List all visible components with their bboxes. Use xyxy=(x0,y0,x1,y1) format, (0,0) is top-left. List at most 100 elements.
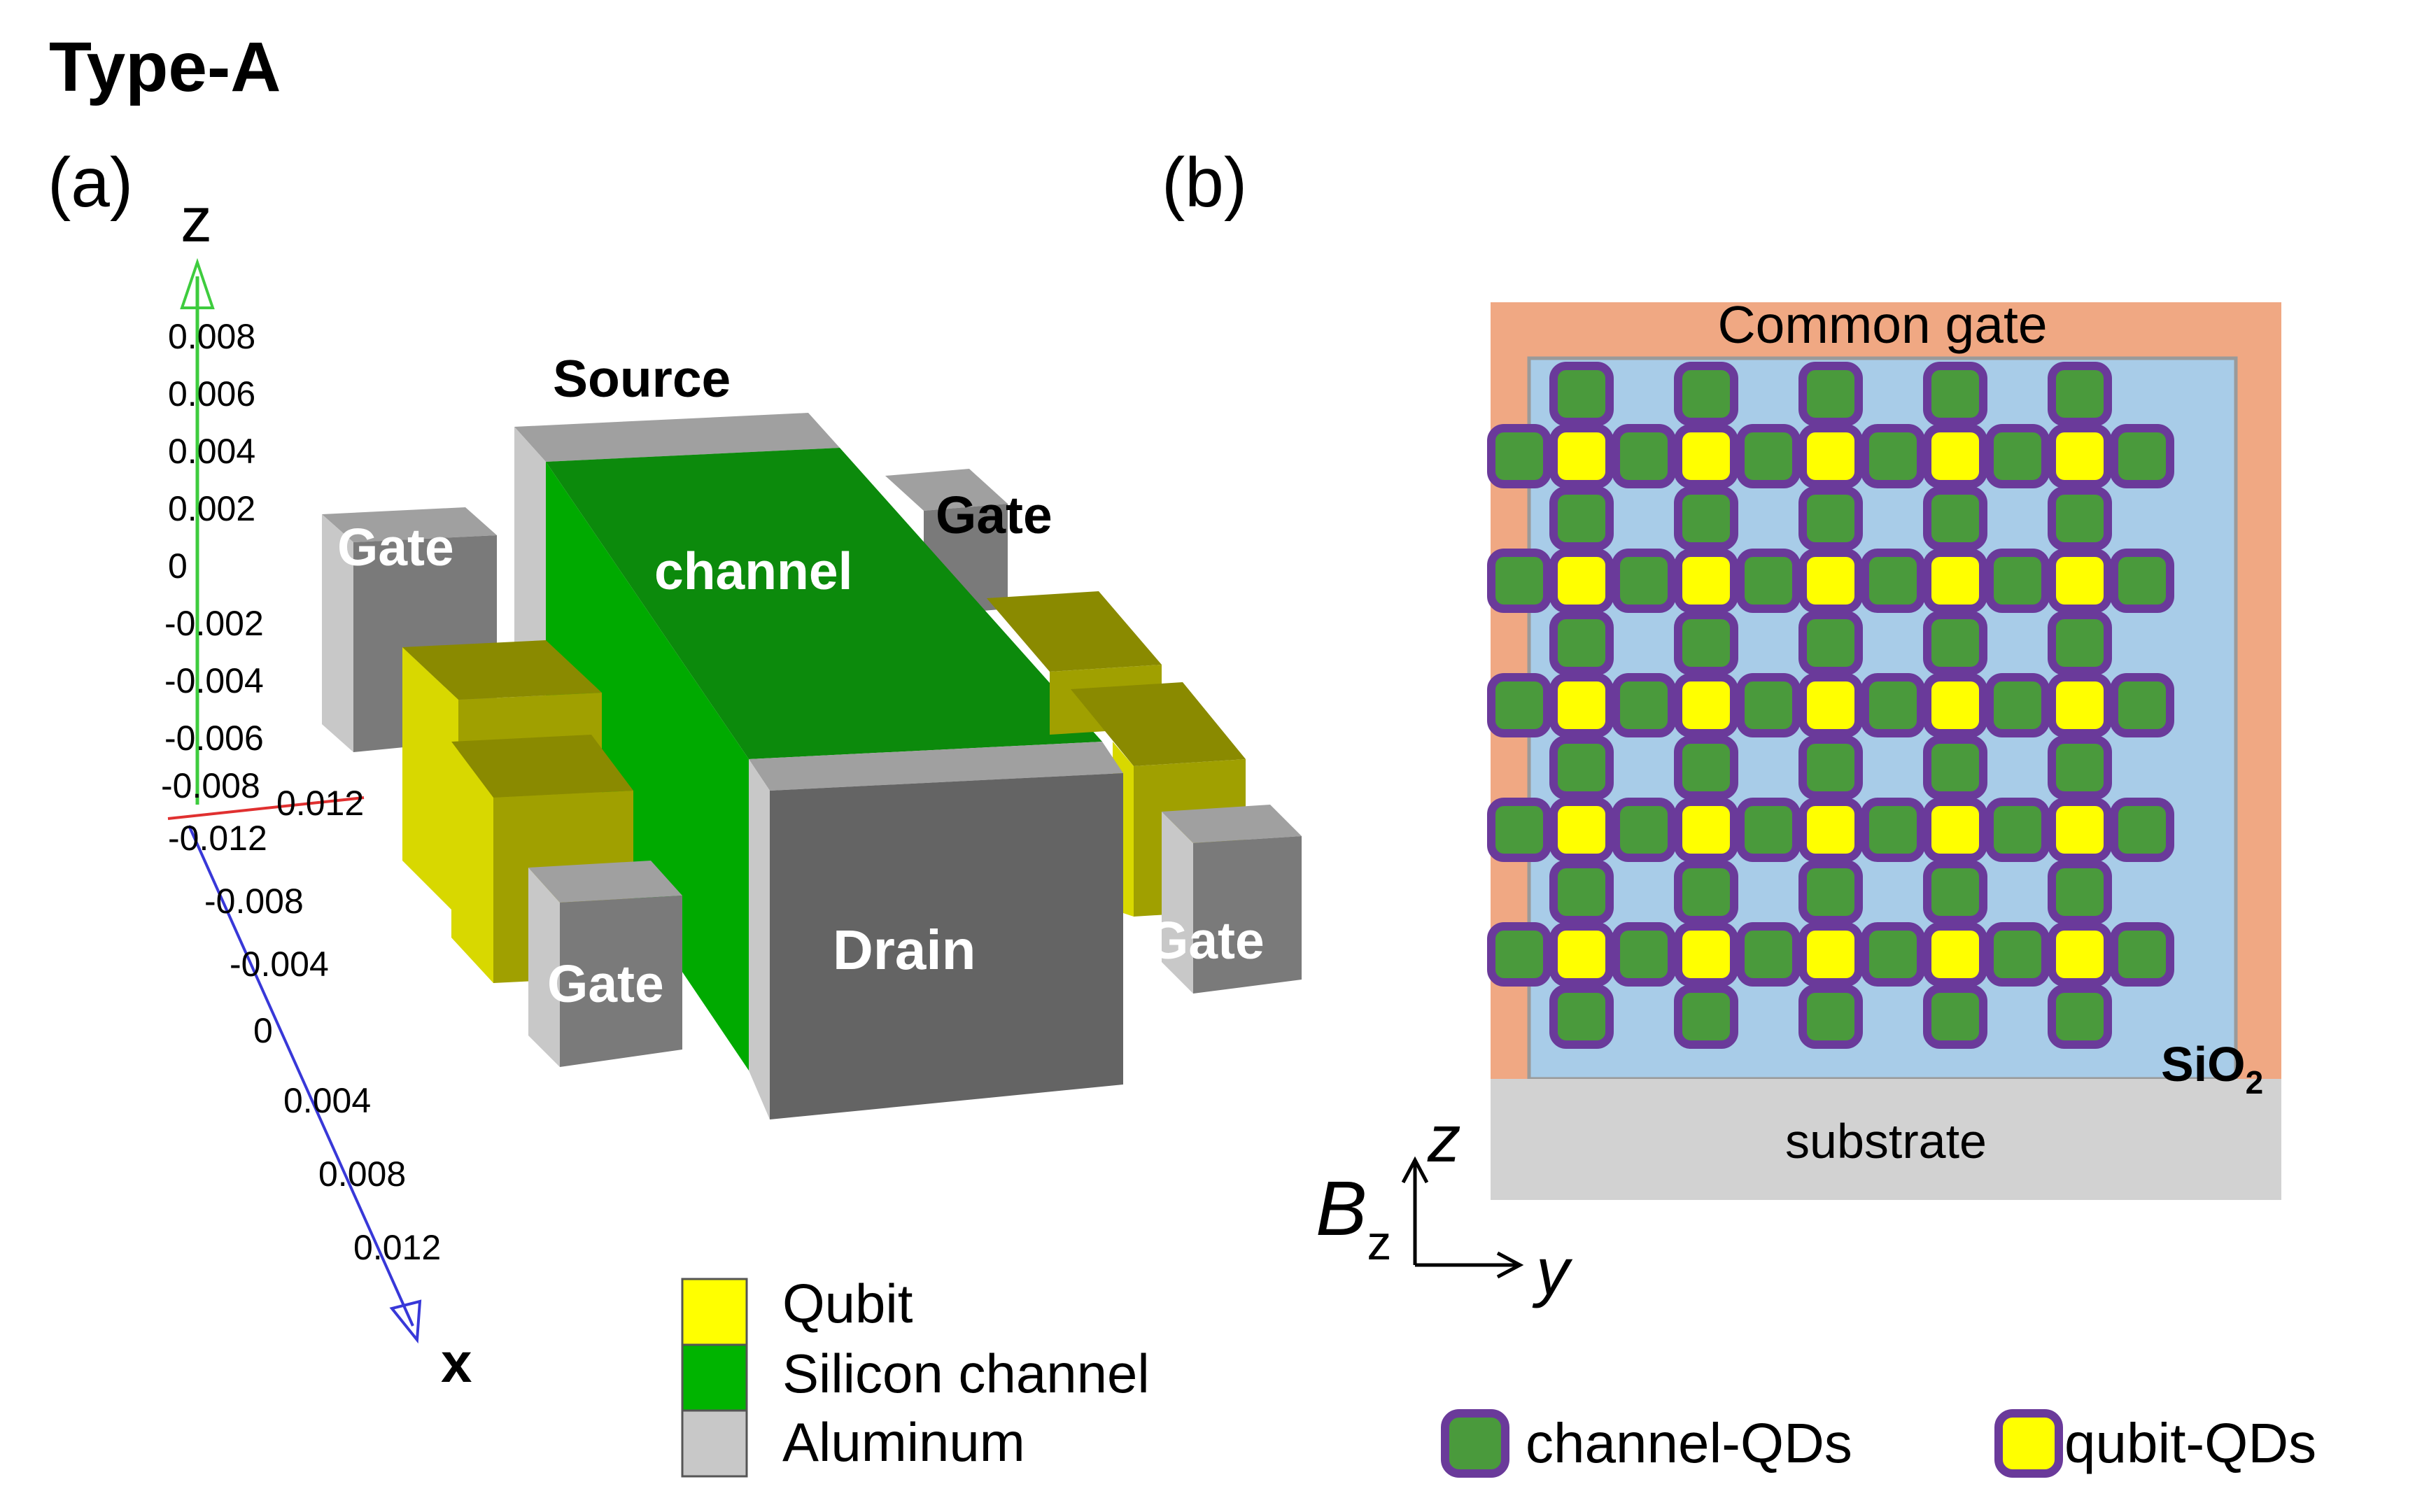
channel-qd xyxy=(1612,549,1676,613)
channel-qd xyxy=(1923,735,1987,800)
channel-qd xyxy=(1861,798,1925,862)
gate-right-front xyxy=(1162,805,1302,994)
gate-left-front xyxy=(528,861,682,1067)
x-tick-label: -0.012 xyxy=(168,819,267,858)
legend-swatch-qubit xyxy=(681,1278,748,1346)
z-tick-labels: 0.008 0.006 0.004 0.002 0 -0.002 -0.004 … xyxy=(161,317,264,805)
channel-qd xyxy=(1674,362,1738,426)
gate-left-front-label: Gate xyxy=(547,954,664,1013)
channel-qd xyxy=(2048,362,2112,426)
channel-qd xyxy=(2048,860,2112,924)
qd-legend: channel-QDs qubit-QDs xyxy=(1441,1409,2316,1478)
qubit-qd xyxy=(2048,673,2112,737)
qubit-qd xyxy=(1923,922,1987,987)
channel-qd xyxy=(1985,922,2050,987)
qubit-qd xyxy=(1549,424,1614,488)
z-tick-label: 0.006 xyxy=(168,374,255,414)
channel-qd xyxy=(1549,860,1614,924)
legend-label-silicon-channel: Silicon channel xyxy=(782,1343,1150,1404)
x-tick-label: 0 xyxy=(253,1011,273,1050)
y-tick-label: 0.012 xyxy=(276,784,364,823)
legend-swatch-silicon-channel xyxy=(681,1343,748,1412)
channel-qd xyxy=(1923,611,1987,675)
legend-swatch-channel-qd xyxy=(1441,1409,1509,1478)
channel-qd xyxy=(2110,549,2174,613)
channel-qd xyxy=(1861,922,1925,987)
channel-qd xyxy=(1861,549,1925,613)
qubit-qd xyxy=(1923,798,1987,862)
legend-label-aluminum: Aluminum xyxy=(782,1411,1025,1473)
channel-qd xyxy=(1674,860,1738,924)
channel-qd xyxy=(1736,673,1801,737)
axis-x xyxy=(188,825,422,1344)
panel-a-device-3d: z x 0.008 0.006 0.004 0.002 0 -0.002 -0.… xyxy=(161,185,1302,1478)
channel-qd xyxy=(1549,984,1614,1049)
channel-qd xyxy=(1798,984,1863,1049)
channel-qd xyxy=(1487,549,1551,613)
channel-qd xyxy=(1985,673,2050,737)
qubit-qd xyxy=(2048,798,2112,862)
x-tick-labels: -0.012 -0.008 -0.004 0 0.004 0.008 0.012 xyxy=(168,819,441,1267)
gate-right-front-label: Gate xyxy=(1148,911,1265,970)
qubit-qd xyxy=(1674,549,1738,613)
channel-qd xyxy=(1487,922,1551,987)
channel-qd xyxy=(1487,673,1551,737)
qubit-qd xyxy=(1549,673,1614,737)
x-tick-label: 0.004 xyxy=(283,1081,371,1120)
z-tick-label: 0.004 xyxy=(168,432,255,471)
qubit-qd xyxy=(1798,798,1863,862)
gate-left-back-label: Gate xyxy=(337,518,454,577)
channel-qd xyxy=(1674,486,1738,551)
x-tick-label: 0.012 xyxy=(353,1228,441,1267)
channel-qd xyxy=(1487,798,1551,862)
common-gate-label: Common gate xyxy=(1717,295,2047,354)
quantum-dot-array xyxy=(1487,362,2174,1049)
channel-qd xyxy=(1798,362,1863,426)
channel-qd xyxy=(1798,486,1863,551)
channel-qd xyxy=(1798,735,1863,800)
channel-qd xyxy=(1612,424,1676,488)
qubit-qd xyxy=(1674,424,1738,488)
qubit-qd xyxy=(1674,922,1738,987)
channel-qd xyxy=(1798,860,1863,924)
channel-qd xyxy=(1549,362,1614,426)
channel-qd xyxy=(2110,922,2174,987)
substrate-label: substrate xyxy=(1785,1114,1987,1168)
channel-qd xyxy=(1985,549,2050,613)
drain-label: Drain xyxy=(833,919,976,981)
channel-qd xyxy=(1736,798,1801,862)
qubit-qd xyxy=(1798,922,1863,987)
channel-qd xyxy=(2110,424,2174,488)
channel-qd xyxy=(1549,486,1614,551)
z-tick-label: -0.004 xyxy=(164,661,264,700)
channel-qd xyxy=(2048,735,2112,800)
qubit-qd xyxy=(1923,673,1987,737)
source-label: Source xyxy=(553,349,731,408)
z-tick-label: 0.002 xyxy=(168,489,255,528)
z-tick-label: -0.008 xyxy=(161,766,260,805)
qubit-qd xyxy=(1798,549,1863,613)
legend-label-channel-qd: channel-QDs xyxy=(1526,1412,1852,1474)
qubit-qd xyxy=(1798,424,1863,488)
channel-qd xyxy=(1549,735,1614,800)
channel-qd xyxy=(1923,984,1987,1049)
legend-label-qubit: Qubit xyxy=(782,1273,913,1334)
qubit-qd xyxy=(2048,424,2112,488)
channel-qd xyxy=(1674,611,1738,675)
channel-qd xyxy=(1736,549,1801,613)
channel-qd xyxy=(1612,922,1676,987)
channel-qd xyxy=(2048,984,2112,1049)
channel-qd xyxy=(1923,486,1987,551)
qubit-qd xyxy=(1923,549,1987,613)
channel-qd xyxy=(1487,424,1551,488)
material-legend: Qubit Silicon channel Aluminum xyxy=(681,1273,1150,1478)
channel-qd xyxy=(1736,922,1801,987)
substrate-layer xyxy=(1491,1079,2281,1200)
qubit-qd xyxy=(1549,922,1614,987)
field-label: Bz xyxy=(1316,1166,1391,1270)
channel-qd xyxy=(1923,860,1987,924)
legend-label-qubit-qd: qubit-QDs xyxy=(2064,1412,2316,1474)
silicon-channel xyxy=(546,448,1102,1071)
qubit-qd xyxy=(1674,673,1738,737)
